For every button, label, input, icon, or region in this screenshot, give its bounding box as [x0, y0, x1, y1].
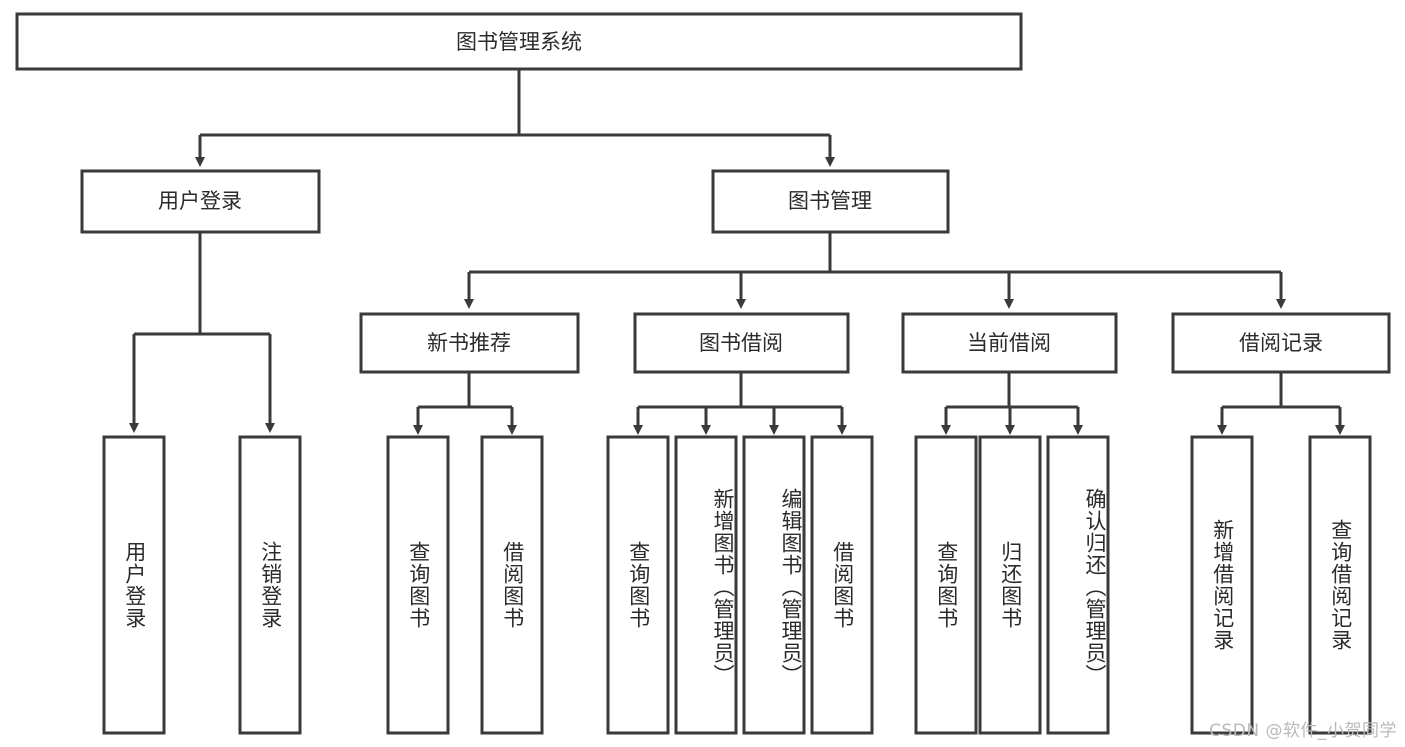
leaf-currentborrow-confirm-label: 确认归还（管理员）: [1083, 488, 1107, 686]
node-book-manage-label: 图书管理: [788, 189, 872, 213]
leaf-node[interactable]: 确认归还（管理员）: [1046, 435, 1110, 735]
node-new-book-recommend-label: 新书推荐: [427, 331, 511, 355]
leaf-record-add-label: 新增借阅记录: [1210, 519, 1235, 651]
node-new-book-recommend-box[interactable]: [359, 312, 580, 374]
node-borrow-record-label: 借阅记录: [1239, 331, 1323, 355]
leaf-node[interactable]: 借阅图书: [810, 435, 874, 735]
node-book-borrow-box[interactable]: [633, 312, 850, 374]
leaf-currentborrow-confirm-box[interactable]: [1046, 435, 1110, 735]
leaf-bookborrow-borrow-box[interactable]: [810, 435, 874, 735]
node-book-manage-box[interactable]: [711, 169, 950, 234]
leaf-node[interactable]: 用户登录: [102, 435, 166, 735]
node-borrow-record[interactable]: 借阅记录: [1171, 312, 1391, 374]
leaf-newbook-borrow-label: 借阅图书: [500, 541, 525, 629]
leaf-node[interactable]: 借阅图书: [480, 435, 544, 735]
leaf-user-login-box[interactable]: [102, 435, 166, 735]
leaf-node[interactable]: 查询借阅记录: [1308, 435, 1372, 735]
leaf-currentborrow-return-box[interactable]: [978, 435, 1042, 735]
leaf-node[interactable]: 归还图书: [978, 435, 1042, 735]
leaf-currentborrow-query-label: 查询图书: [934, 541, 959, 629]
leaf-node[interactable]: 查询图书: [914, 435, 978, 735]
leaf-logout-label: 注销登录: [258, 541, 283, 629]
leaf-node[interactable]: 查询图书: [606, 435, 670, 735]
node-current-borrow[interactable]: 当前借阅: [901, 312, 1118, 374]
leaf-bookborrow-edit-box[interactable]: [742, 435, 806, 735]
node-book-manage[interactable]: 图书管理: [711, 169, 950, 234]
leaf-node[interactable]: 查询图书: [386, 435, 450, 735]
node-current-borrow-label: 当前借阅: [967, 331, 1051, 355]
node-new-book-recommend[interactable]: 新书推荐: [359, 312, 580, 374]
node-book-borrow[interactable]: 图书借阅: [633, 312, 850, 374]
node-user-login-label: 用户登录: [158, 189, 242, 213]
leaf-record-query-box[interactable]: [1308, 435, 1372, 735]
leaf-bookborrow-add-box[interactable]: [674, 435, 738, 735]
leaf-currentborrow-query-box[interactable]: [914, 435, 978, 735]
leaf-currentborrow-return-label: 归还图书: [998, 541, 1023, 629]
node-root-label: 图书管理系统: [456, 30, 582, 54]
leaf-record-query-label: 查询借阅记录: [1328, 519, 1353, 651]
leaf-newbook-borrow-box[interactable]: [480, 435, 544, 735]
leaf-newbook-query-label: 查询图书: [406, 541, 431, 629]
node-root[interactable]: 图书管理系统: [15, 12, 1023, 71]
leaf-bookborrow-query-label: 查询图书: [626, 541, 651, 629]
leaf-record-add-box[interactable]: [1190, 435, 1254, 735]
leaf-newbook-query-box[interactable]: [386, 435, 450, 735]
leaf-user-login-label: 用户登录: [122, 541, 147, 629]
leaf-node[interactable]: 注销登录: [238, 435, 302, 735]
connector-group: [129, 70, 1345, 435]
node-user-login-box[interactable]: [80, 169, 321, 234]
leaf-node[interactable]: 编辑图书（管理员）: [742, 435, 806, 735]
leaf-bookborrow-query-box[interactable]: [606, 435, 670, 735]
leaf-bookborrow-borrow-label: 借阅图书: [830, 541, 855, 629]
leaf-node[interactable]: 新增图书（管理员）: [674, 435, 738, 735]
leaf-node[interactable]: 新增借阅记录: [1190, 435, 1254, 735]
node-borrow-record-box[interactable]: [1171, 312, 1391, 374]
node-root-box[interactable]: [15, 12, 1023, 71]
node-current-borrow-box[interactable]: [901, 312, 1118, 374]
leaf-logout-box[interactable]: [238, 435, 302, 735]
leaf-bookborrow-add-label: 新增图书（管理员）: [711, 488, 735, 686]
node-user-login[interactable]: 用户登录: [80, 169, 321, 234]
leaf-bookborrow-edit-label: 编辑图书（管理员）: [779, 488, 803, 686]
node-book-borrow-label: 图书借阅: [699, 331, 783, 355]
